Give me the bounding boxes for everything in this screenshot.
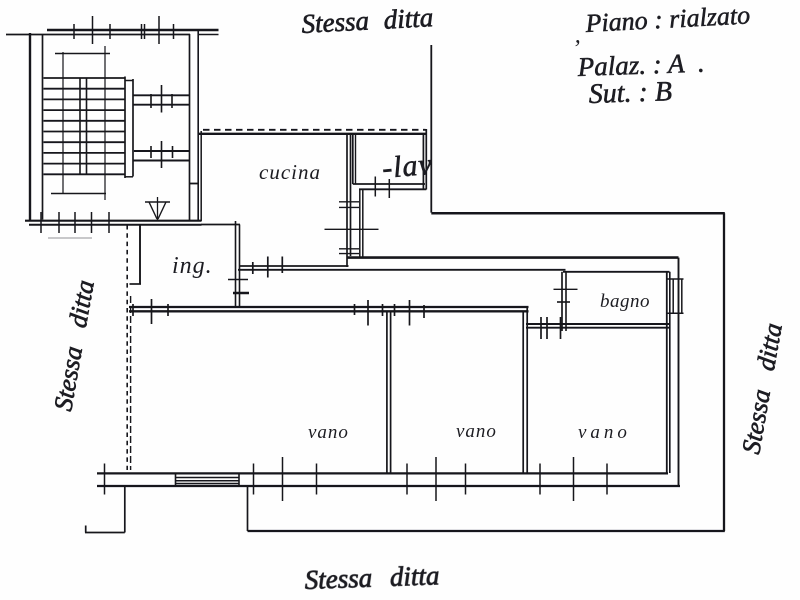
svg-text:Sut. : B: Sut. : B	[588, 76, 672, 110]
svg-text:-lav: -lav	[381, 148, 434, 185]
svg-text:ing.: ing.	[172, 253, 213, 279]
svg-text:Stessa ditta: Stessa ditta	[301, 2, 434, 39]
svg-text:Stessa ditta: Stessa ditta	[304, 560, 440, 595]
svg-text:cucina: cucina	[259, 160, 321, 184]
svg-text:vano: vano	[456, 421, 497, 442]
svg-text:’: ’	[572, 36, 580, 62]
svg-text:Palaz. : A .: Palaz. : A .	[576, 48, 705, 82]
svg-text:vano: vano	[578, 422, 631, 443]
svg-text:vano: vano	[308, 422, 349, 443]
svg-text:bagno: bagno	[600, 291, 650, 312]
